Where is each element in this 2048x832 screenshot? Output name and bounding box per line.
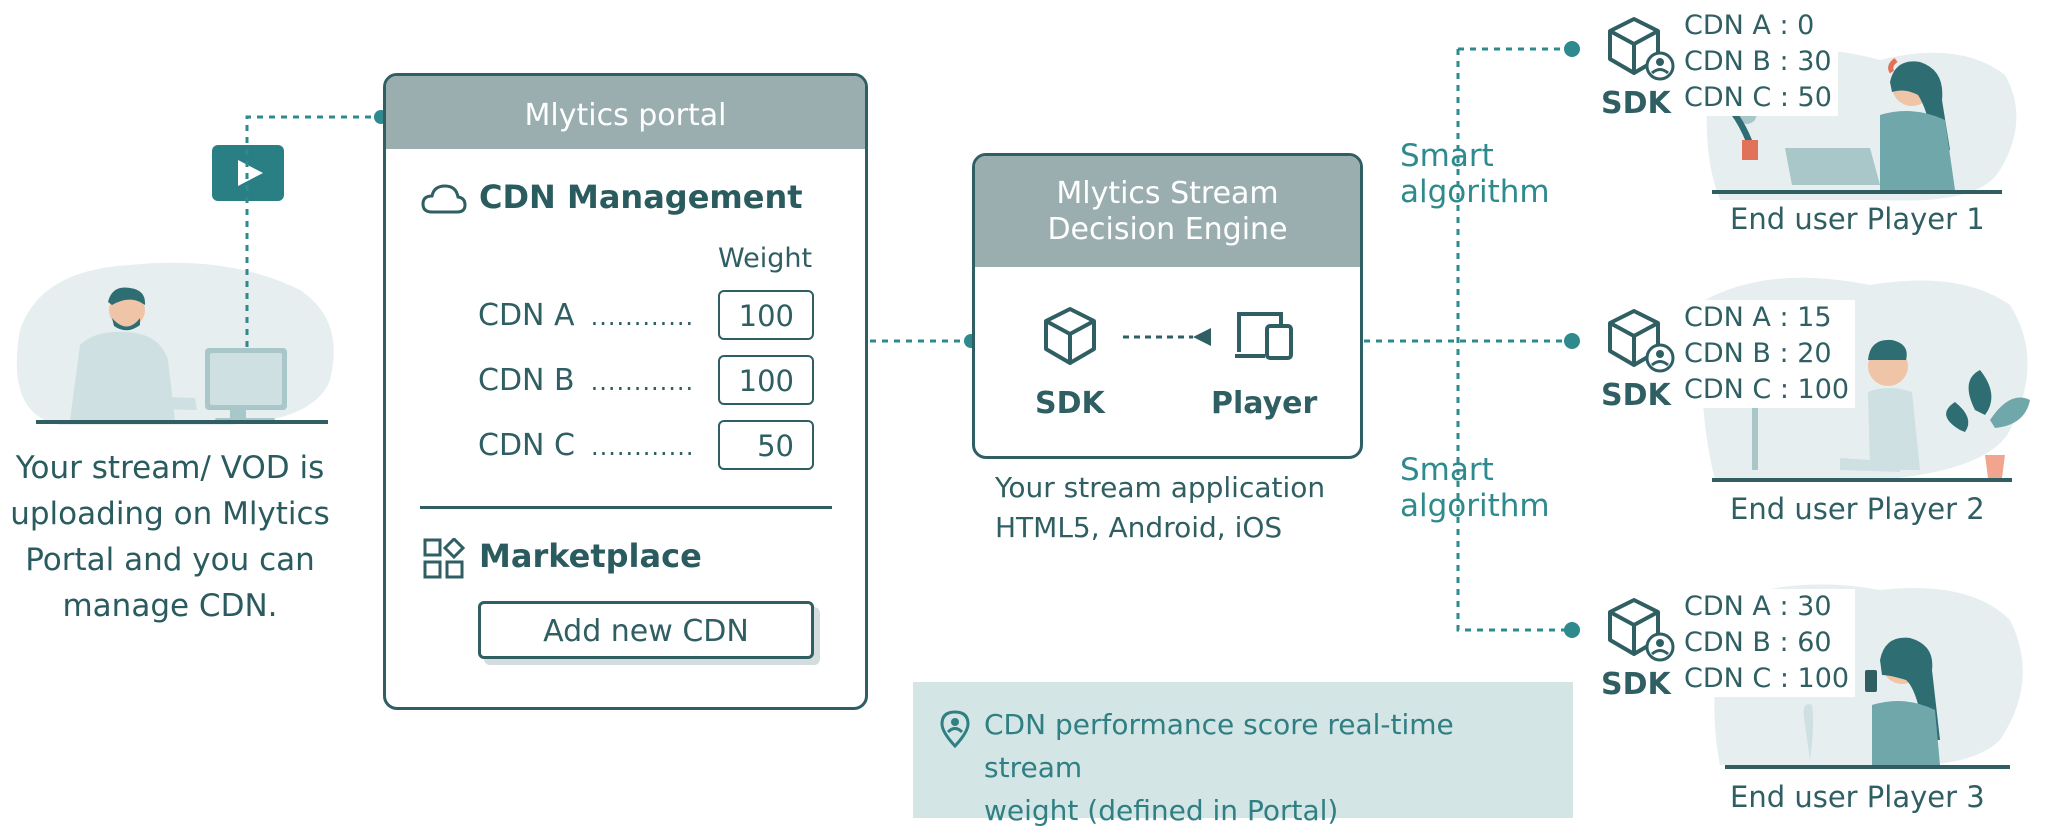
engine-title-line1: Mlytics Stream: [1056, 176, 1279, 211]
player2-label: End user Player 2: [1730, 492, 1985, 526]
location-person-icon: [940, 710, 970, 748]
caption-line-2: uploading on Mlytics: [10, 496, 330, 532]
player3-connector-dot: [1564, 622, 1580, 638]
score-line: CDN A : 0: [1684, 10, 1815, 41]
smart-algorithm-label-1: Smart algorithm: [1400, 138, 1550, 210]
upload-connector: [245, 115, 380, 347]
player1-label: End user Player 1: [1730, 202, 1985, 236]
smart-line2: algorithm: [1400, 488, 1550, 524]
devices-icon: [1235, 312, 1293, 360]
developer-illustration: [36, 287, 328, 424]
score-line: CDN B : 60: [1684, 627, 1832, 658]
player1-scores: CDN A : 0 CDN B : 30 CDN C : 50: [1678, 8, 1838, 116]
cube-icon: [1044, 307, 1096, 365]
sdk-user-cube-icon: [1608, 309, 1675, 373]
cdn-name: CDN C: [478, 428, 575, 463]
sdk-player-arrow: [1123, 328, 1211, 346]
score-line: CDN C : 50: [1684, 82, 1832, 113]
score-line: CDN C : 100: [1684, 663, 1850, 694]
engine-title-line2: Decision Engine: [1047, 212, 1288, 247]
portal-title: Mlytics portal: [386, 76, 865, 149]
cdn-b-weight[interactable]: 100: [718, 355, 814, 405]
cdn-name: CDN A: [478, 298, 575, 333]
leader-dots: ............: [590, 303, 695, 331]
engine-caption-line1: Your stream application: [995, 471, 1326, 504]
player2-sdk-label: SDK: [1601, 378, 1671, 413]
score-line: CDN C : 100: [1684, 374, 1850, 405]
cdn-management-title: CDN Management: [479, 178, 803, 216]
player2-scores: CDN A : 15 CDN B : 20 CDN C : 100: [1678, 300, 1856, 408]
player3-label: End user Player 3: [1730, 780, 1985, 814]
score-line: CDN B : 30: [1684, 46, 1832, 77]
cloud-icon: [421, 184, 467, 214]
caption-line-3: Portal and you can: [25, 542, 315, 578]
leader-dots: ............: [590, 368, 695, 396]
score-line: CDN A : 30: [1684, 591, 1832, 622]
portal-divider: [420, 506, 832, 509]
player2-illustration: [1712, 339, 2030, 482]
engine-caption: Your stream application HTML5, Android, …: [995, 468, 1325, 548]
upload-caption: Your stream/ VOD is uploading on Mlytics…: [0, 445, 340, 629]
cdn-c-weight[interactable]: 50: [718, 420, 814, 470]
portal-card: Mlytics portal CDN Management Weight CDN…: [383, 73, 868, 710]
player3-sdk-label: SDK: [1601, 667, 1671, 702]
marketplace-title: Marketplace: [479, 537, 702, 575]
player1-connector-dot: [1564, 41, 1580, 57]
engine-player-label: Player: [1211, 386, 1318, 421]
player1-illustration: [1712, 58, 2002, 194]
marketplace-icon: [423, 538, 465, 579]
engine-title: Mlytics Stream Decision Engine: [975, 156, 1360, 267]
leader-dots: ............: [590, 433, 695, 461]
cdn-a-weight[interactable]: 100: [718, 290, 814, 340]
cdn-name: CDN B: [478, 363, 575, 398]
smart-algorithm-label-2: Smart algorithm: [1400, 452, 1550, 524]
cdn-row-c: CDN C............: [478, 428, 695, 463]
player3-illustration: [1725, 637, 2010, 769]
sdk-user-cube-icon: [1608, 598, 1675, 662]
smart-line1: Smart: [1400, 452, 1494, 488]
notice-line1: CDN performance score real-time stream: [984, 708, 1454, 784]
caption-line-4: manage CDN.: [62, 588, 278, 624]
weight-header: Weight: [718, 243, 813, 274]
score-line: CDN A : 15: [1684, 302, 1832, 333]
smart-line2: algorithm: [1400, 174, 1550, 210]
add-new-cdn-button[interactable]: Add new CDN: [478, 601, 814, 659]
sdk-user-cube-icon: [1608, 17, 1675, 81]
player1-sdk-label: SDK: [1601, 86, 1671, 121]
decision-engine-card: Mlytics Stream Decision Engine SDK Playe…: [972, 153, 1363, 459]
score-line: CDN B : 20: [1684, 338, 1832, 369]
player3-scores: CDN A : 30 CDN B : 60 CDN C : 100: [1678, 589, 1856, 697]
notice-text: CDN performance score real-time stream w…: [984, 703, 1554, 832]
player2-connector-dot: [1564, 333, 1580, 349]
algorithm-branch-connector: [1456, 49, 1568, 632]
cdn-row-a: CDN A............: [478, 298, 694, 333]
engine-caption-line2: HTML5, Android, iOS: [995, 511, 1283, 544]
notice-line2: weight (defined in Portal): [984, 794, 1339, 827]
engine-sdk-label: SDK: [1035, 386, 1105, 421]
cdn-row-b: CDN B............: [478, 363, 694, 398]
smart-line1: Smart: [1400, 138, 1494, 174]
caption-line-1: Your stream/ VOD is: [15, 450, 325, 486]
performance-score-note: CDN performance score real-time stream w…: [913, 682, 1573, 827]
